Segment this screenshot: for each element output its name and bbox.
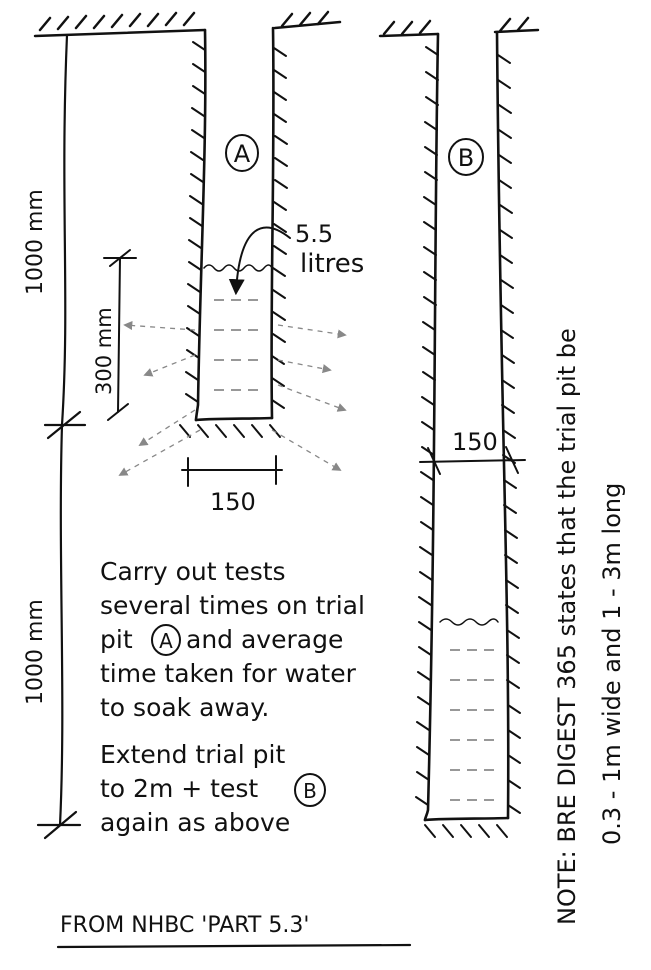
- ground-hatch-a: [33, 10, 342, 38]
- pit-a-water: [203, 264, 273, 391]
- instruction-line-1: Carry out tests: [100, 557, 286, 586]
- depth-lower-label: 1000 mm: [23, 599, 48, 705]
- pit-b-wall-hatch: [415, 46, 521, 838]
- volume-value: 5.5: [295, 220, 333, 248]
- instruction-line-6: to soak away.: [100, 693, 269, 722]
- pit-a-width-dimension: [181, 455, 283, 487]
- source-underline: [56, 943, 412, 949]
- pit-b: B 150: [378, 16, 540, 838]
- pit-b-width-dimension: [419, 446, 526, 475]
- pit-a-label: A: [225, 134, 259, 172]
- pit-b-water: [439, 618, 500, 801]
- instructions: Carry out tests several times on trial p…: [100, 557, 365, 837]
- volume-unit: litres: [300, 249, 364, 279]
- depth-upper-label: 1000 mm: [23, 189, 48, 295]
- depth-dimension-line: [36, 33, 87, 840]
- instruction-line-9: again as above: [100, 808, 290, 837]
- instruction-pit-b-ref: B: [294, 773, 326, 807]
- source-label: FROM NHBC 'PART 5.3': [60, 913, 309, 938]
- instruction-line-2: several times on trial: [100, 591, 365, 620]
- svg-text:A: A: [159, 629, 173, 653]
- pit-b-label: B: [448, 138, 484, 176]
- pit-a: A 5.5 litres 300 mm 150: [33, 10, 364, 516]
- pit-a-width-label: 150: [210, 488, 256, 516]
- note-line-1: NOTE: BRE DIGEST 365 states that the tri…: [553, 328, 581, 925]
- instruction-line-4: and average: [186, 625, 343, 654]
- water-depth-label: 300 mm: [92, 307, 116, 395]
- pit-a-walls: [194, 26, 275, 422]
- pit-b-width-label: 150: [452, 428, 498, 456]
- svg-text:A: A: [234, 140, 251, 168]
- water-depth-dimension: [103, 249, 137, 421]
- volume-callout-arrow: [228, 226, 291, 296]
- note-line-2: 0.3 - 1m wide and 1 - 3m long: [598, 483, 626, 845]
- svg-text:B: B: [303, 779, 317, 803]
- soakage-arrows-a: [118, 320, 347, 476]
- instruction-pit-a-ref: A: [151, 624, 181, 656]
- instruction-line-5: time taken for water: [100, 659, 357, 688]
- ground-hatch-b: [378, 16, 540, 38]
- instruction-line-7: Extend trial pit: [100, 740, 285, 769]
- svg-text:B: B: [458, 144, 474, 172]
- instruction-line-8: to 2m + test: [100, 774, 258, 803]
- pit-a-wall-hatch: [179, 41, 288, 438]
- instruction-line-3: pit: [100, 625, 133, 654]
